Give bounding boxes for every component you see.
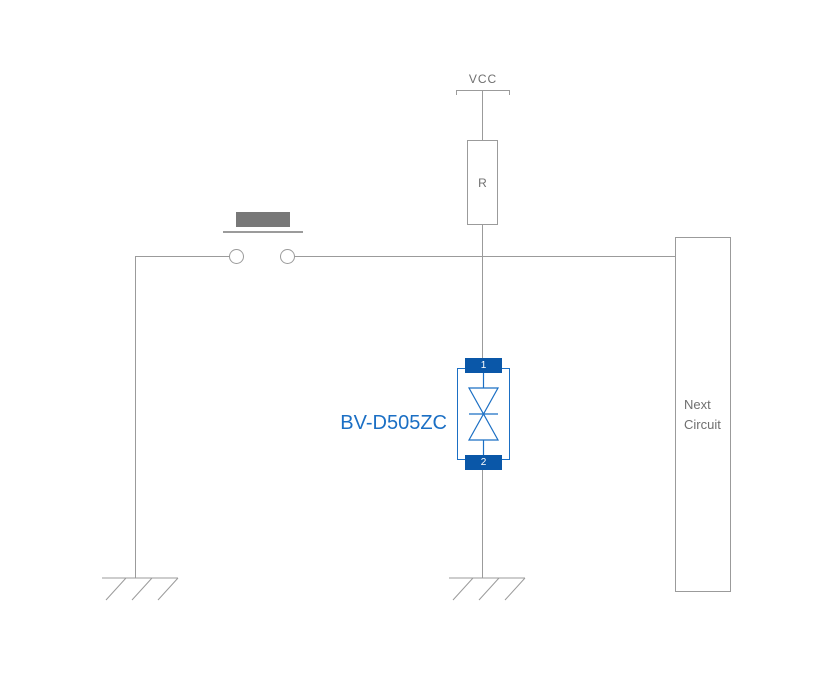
bus-wire-left: [135, 256, 230, 257]
vcc-label: VCC: [468, 72, 498, 86]
wire-vcc-to-resistor: [482, 90, 483, 140]
ground-left-icon: [102, 577, 179, 601]
tvs-diode-icon: [467, 373, 500, 455]
resistor-body: R: [467, 140, 498, 225]
wire-resistor-to-device: [482, 225, 483, 359]
device-pin-1: 1: [465, 358, 502, 373]
vcc-rail-line: [456, 90, 510, 91]
next-circuit-label: Next Circuit: [684, 396, 721, 432]
push-button-cap-icon: [236, 212, 290, 227]
switch-contact-right-icon: [280, 249, 295, 264]
vcc-rail-tick-right: [509, 90, 510, 95]
switch-contact-left-icon: [229, 249, 244, 264]
vcc-rail-tick-left: [456, 90, 457, 95]
wire-switch-to-ground: [135, 256, 136, 578]
device-part-number-label: BV-D505ZC: [340, 412, 447, 434]
next-circuit-box: Next Circuit: [675, 237, 731, 592]
resistor-label: R: [478, 175, 487, 190]
device-pin-2: 2: [465, 455, 502, 470]
wire-device-to-ground: [482, 469, 483, 578]
bus-wire-right: [294, 256, 676, 257]
ground-right-icon: [449, 577, 526, 601]
push-button-bar-icon: [223, 231, 303, 233]
